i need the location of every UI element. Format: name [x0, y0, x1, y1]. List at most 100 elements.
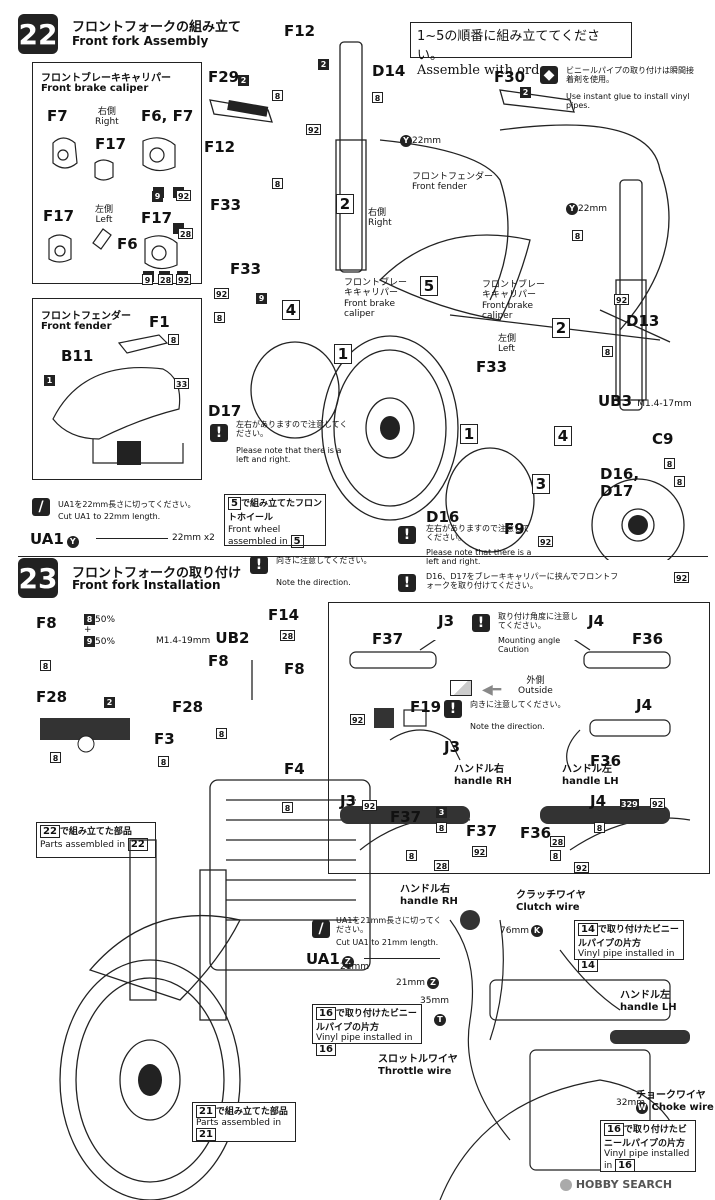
handle-drawings	[340, 640, 691, 851]
part-label-ub3: UB3 M1.4-17mm	[598, 392, 692, 410]
direction-note-jp: 向きに注意してください。	[276, 556, 372, 565]
color-code-8p: 8	[406, 844, 417, 863]
w-marker-32mm: 32mm	[616, 1098, 645, 1108]
part-label-c9: C9	[652, 430, 674, 448]
part-label-f8c: F8	[284, 660, 305, 678]
step-22-title-jp: フロントフォークの組み立て	[72, 20, 242, 35]
outside-indicator	[450, 680, 472, 696]
part-label-f9: F9	[504, 520, 525, 538]
d16-note-en: Please note that there is a left and rig…	[426, 548, 532, 567]
color-code-8b: 8	[372, 86, 383, 105]
color-code-8c: 8	[272, 172, 283, 191]
color-code-2d: 2	[104, 690, 115, 709]
step-marker-3: 3	[532, 474, 550, 494]
order-note-jp: 1~5の順番に組み立ててください。	[417, 29, 601, 63]
color-code-8o: 8	[436, 816, 447, 835]
ua1-21-note-jp: UA1を21mm長さに切ってください。	[336, 916, 442, 935]
color-code-92e: 92	[538, 536, 554, 547]
part-label-f33c: F33	[476, 358, 508, 376]
part-label-d17: D17	[208, 402, 242, 420]
d16-d17-warn-icon: !	[398, 572, 416, 592]
watermark-logo-icon	[560, 1179, 572, 1191]
part-label-f6-f7: F6, F7	[141, 107, 194, 125]
part-label-d16-d17: D16, D17	[600, 465, 640, 501]
color-code-8g: 8	[664, 452, 675, 471]
color-code-28c: 28	[280, 630, 296, 641]
part-label-f33b: F33	[230, 260, 262, 278]
part-label-f28: F28	[36, 688, 68, 706]
color-code-9b: 9	[152, 184, 163, 203]
color-code-92c: 92	[614, 294, 630, 305]
color-code-2: 2	[318, 52, 329, 71]
step-23-number: 23	[18, 558, 58, 598]
color-code-28b: 28	[158, 274, 174, 285]
color-code-2c: 2	[520, 80, 531, 99]
color-code-8q: 8	[550, 844, 561, 863]
caliper-box-title-jp: フロントブレーキキャリパー	[41, 73, 171, 84]
step-marker-1b: 1	[460, 424, 478, 444]
part-label-f7: F7	[47, 107, 68, 125]
section-divider	[18, 556, 708, 557]
glue-note-en: Use instant glue to install vinyl pipes.	[566, 92, 690, 111]
step-marker-4: 4	[282, 300, 300, 320]
color-code-329: 329	[620, 799, 639, 810]
color-code-92l: 92	[574, 862, 590, 873]
step-marker-2: 2	[336, 194, 354, 214]
front-fork-assembly-drawing	[209, 41, 685, 560]
color-code-33: 33	[174, 378, 190, 389]
angle-warn-icon: !	[472, 612, 490, 632]
part-label-d16: D16	[426, 508, 460, 526]
d17-note-en: Please note that there is a left and rig…	[236, 446, 342, 465]
caliper-drawings	[48, 137, 188, 282]
step-marker-1: 1	[334, 344, 352, 364]
color-code-8e: 8	[572, 224, 583, 243]
ua1-21-length: 21mm	[340, 962, 369, 972]
d17-warn-icon: !	[210, 422, 228, 442]
ua1-22-note-jp: UA1を22mm長さに切ってください。	[58, 500, 196, 509]
part-label-f29: F29	[208, 68, 240, 86]
color-code-3: 3	[436, 800, 447, 819]
ua1-22-cut-note: /	[32, 496, 50, 516]
color-code-8f: 8	[602, 340, 613, 359]
fender-inset-box: フロントフェンダー Front fender F1 B11	[32, 298, 202, 480]
color-code-28: 28	[178, 228, 194, 239]
part-label-j4b: J4	[636, 696, 653, 714]
color-code-28d: 28	[434, 860, 450, 871]
color-code-8r: 8	[594, 816, 605, 835]
d16-note-jp: 左右がありますので注意してください。	[426, 524, 530, 543]
step-marker-4b: 4	[554, 426, 572, 446]
part-label-f36c: F36	[520, 824, 552, 842]
fender-box-title-jp: フロントフェンダー	[41, 311, 131, 322]
step-23-title-jp: フロントフォークの取り付け	[72, 566, 242, 581]
color-code-8j: 8	[40, 654, 51, 673]
part-label-f3: F3	[154, 730, 175, 748]
color-code-92f: 92	[176, 190, 192, 201]
part-label-j3: J3	[438, 612, 455, 630]
part-label-f17c: F17	[141, 209, 173, 227]
step-22-title-en: Front fork Assembly	[72, 34, 209, 48]
arrow-left-icon: ◀━	[482, 682, 502, 698]
color-code-8l: 8	[158, 750, 169, 769]
part-label-f28b: F28	[172, 698, 204, 716]
glue-note-jp: ビニールパイプの取り付けは瞬間接着剤を使用。	[566, 66, 694, 85]
color-code-8h: 8	[674, 470, 685, 489]
angle-note-jp: 取り付け角度に注意してください。	[498, 612, 578, 631]
cut-icon: /	[32, 498, 50, 516]
color-code-8i: 8	[168, 328, 179, 347]
